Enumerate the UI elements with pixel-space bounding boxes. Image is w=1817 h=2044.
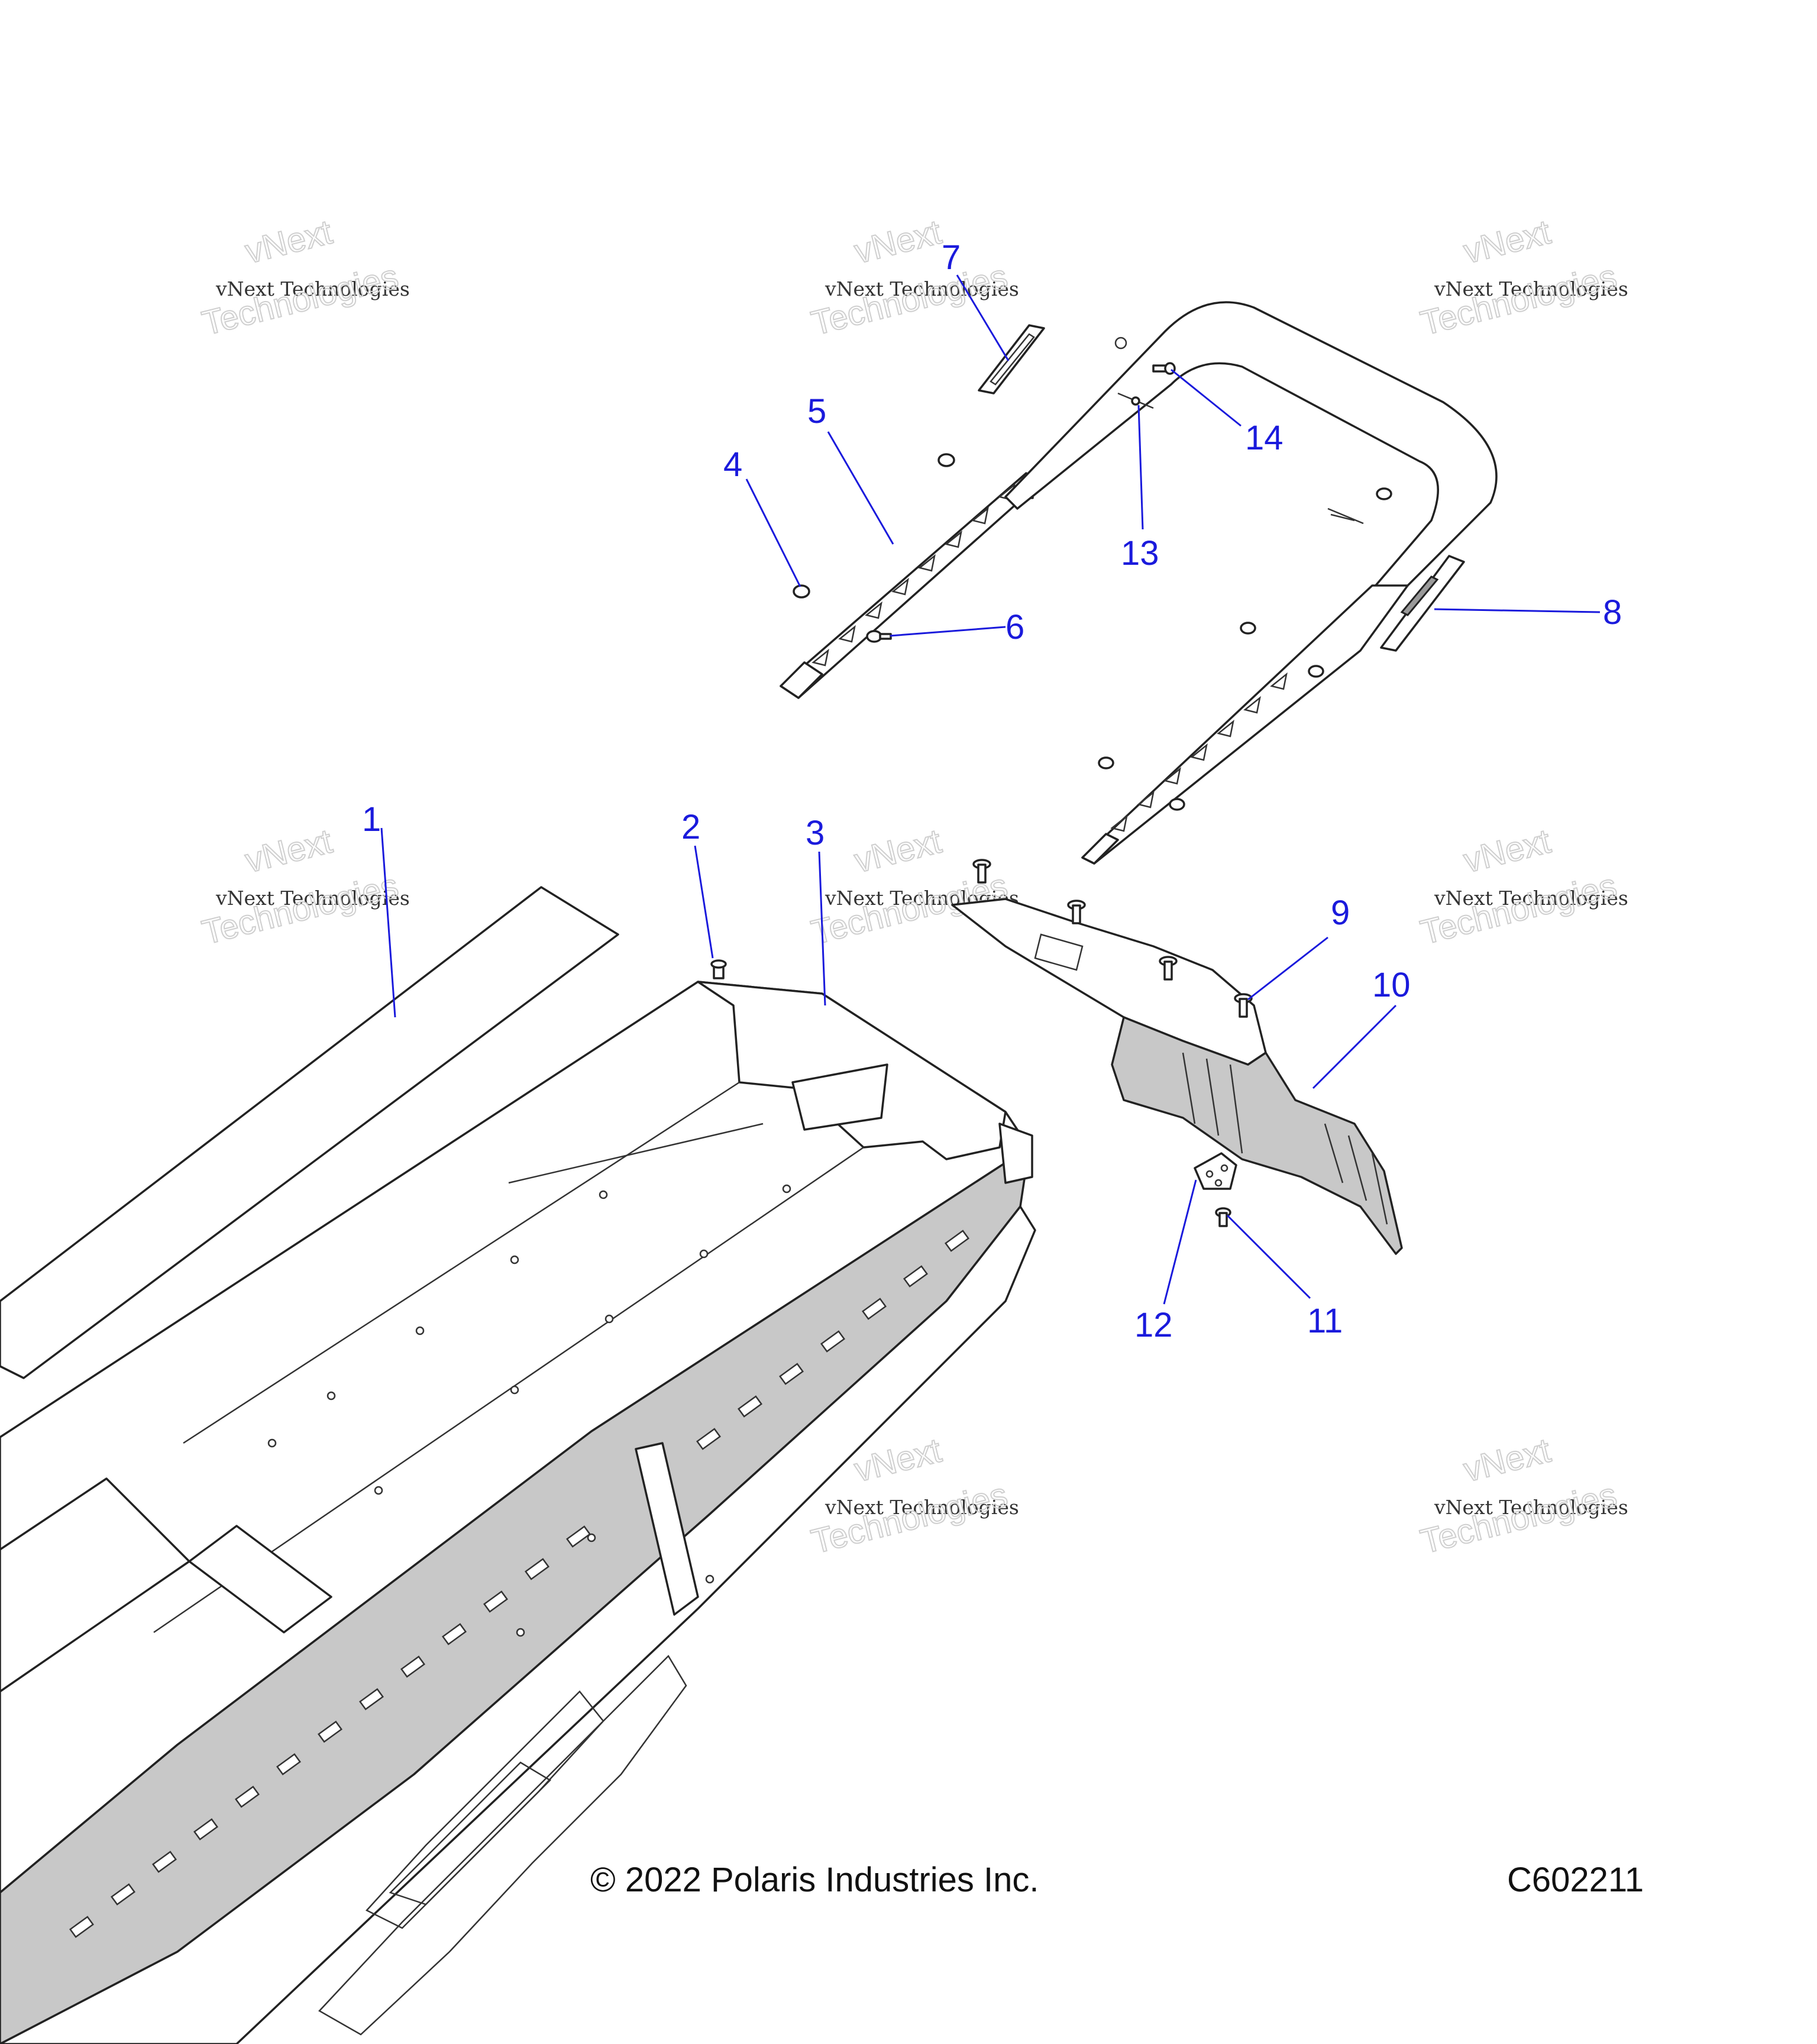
watermark-mid-center: vNext vNext Technologies Technologies <box>807 821 1019 952</box>
part-2-screw <box>710 959 727 979</box>
leader-9 <box>1247 936 1328 1001</box>
footrest-grid <box>318 1654 687 2036</box>
callout-10: 10 <box>1372 966 1411 1004</box>
watermark-top-left: vNext vNext Technologies Technologies <box>198 212 410 343</box>
watermark-text-2: vNext Technologies <box>1434 1496 1628 1519</box>
deck-rivets <box>267 1184 791 1637</box>
part-1-decal-strip <box>0 886 619 1379</box>
watermark-text-3: Technologies <box>807 1476 1011 1561</box>
part-13-pin <box>1117 392 1364 525</box>
leader-7 <box>956 274 1010 361</box>
leader-6 <box>890 626 1006 637</box>
part-11-screw <box>1215 1207 1231 1227</box>
watermark-text-2: vNext Technologies <box>215 887 410 910</box>
callout-1: 1 <box>362 800 381 839</box>
callout-9: 9 <box>1331 894 1350 932</box>
leader-12 <box>1163 1179 1197 1305</box>
leader-11 <box>1226 1214 1311 1299</box>
callout-8: 8 <box>1603 593 1622 632</box>
watermark-text-3: Technologies <box>198 257 402 343</box>
watermark-text-3: Technologies <box>1417 257 1620 343</box>
watermark-text-1: vNext <box>1460 212 1554 271</box>
callout-7: 7 <box>942 238 961 277</box>
leader-13 <box>1137 405 1144 530</box>
watermark-text-2: vNext Technologies <box>825 277 1019 300</box>
footer: © 2022 Polaris Industries Inc. C602211 <box>590 1861 1644 1899</box>
callout-5: 5 <box>807 392 826 431</box>
watermark-text-1: vNext <box>851 822 945 880</box>
watermark-text-1: vNext <box>851 212 945 271</box>
watermark-mid-right: vNext vNext Technologies Technologies <box>1416 821 1628 952</box>
part-4-nut <box>793 453 955 599</box>
watermark-text-1: vNext <box>241 212 336 271</box>
watermark-text-2: vNext Technologies <box>825 1496 1019 1519</box>
side-slots <box>69 1230 970 1938</box>
callout-6: 6 <box>1006 608 1024 646</box>
drawing-number: C602211 <box>1507 1861 1644 1899</box>
watermark-text-1: vNext <box>1460 822 1554 880</box>
flap-ribs <box>1182 1052 1388 1225</box>
watermark-top-center: vNext vNext Technologies Technologies <box>807 212 1019 343</box>
watermark-low-right: vNext vNext Technologies Technologies <box>1416 1430 1628 1561</box>
watermark-text-1: vNext <box>1460 1431 1554 1489</box>
watermark-text-3: Technologies <box>807 257 1011 343</box>
leader-4 <box>745 478 801 587</box>
watermark-text-3: Technologies <box>1417 866 1620 952</box>
part-rear-bumper-hoop <box>1004 301 1498 865</box>
part-5-left-rail <box>780 472 1042 699</box>
leader-lines <box>380 274 1601 1305</box>
watermark-text-2: vNext Technologies <box>1434 887 1628 910</box>
callout-2: 2 <box>681 808 700 846</box>
callout-11: 11 <box>1307 1302 1343 1340</box>
watermark-text-2: vNext Technologies <box>215 277 410 300</box>
part-10-snow-flap <box>951 898 1403 1255</box>
part-7-decal <box>978 324 1045 394</box>
rail-cutouts-right <box>1110 672 1288 832</box>
part-9-screw <box>972 859 1253 1018</box>
watermark-top-right: vNext vNext Technologies Technologies <box>1416 212 1628 343</box>
leader-8 <box>1434 608 1601 613</box>
leader-14 <box>1171 368 1241 427</box>
callout-labels: 1 2 3 4 5 6 7 8 9 10 11 12 13 14 <box>362 238 1622 1344</box>
part-tunnel-assembly <box>0 981 1036 2044</box>
leader-2 <box>694 845 714 959</box>
callout-12: 12 <box>1134 1306 1173 1344</box>
callout-14: 14 <box>1245 419 1283 457</box>
leader-1 <box>380 827 396 1018</box>
leader-3 <box>818 851 826 1006</box>
watermark-text-2: vNext Technologies <box>1434 277 1628 300</box>
part-14-bolt <box>1152 362 1176 375</box>
watermark-text-3: Technologies <box>198 866 402 952</box>
part-12-plate <box>1194 1152 1237 1190</box>
copyright-text: © 2022 Polaris Industries Inc. <box>590 1861 1039 1899</box>
callout-3: 3 <box>806 814 825 852</box>
callout-4: 4 <box>723 445 742 484</box>
watermark-text-1: vNext <box>241 822 336 880</box>
part-8-decal <box>1380 555 1465 652</box>
callout-13: 13 <box>1121 534 1159 573</box>
leader-5 <box>827 431 894 545</box>
leader-10 <box>1312 1004 1397 1089</box>
watermark-text-3: Technologies <box>1417 1476 1620 1561</box>
